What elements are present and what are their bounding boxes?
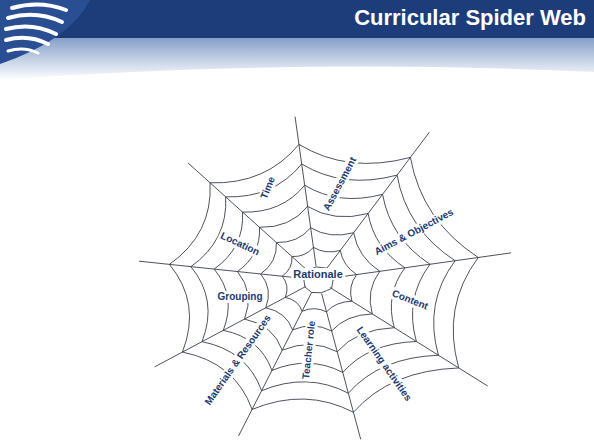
web-thread xyxy=(210,144,299,182)
web-thread xyxy=(434,261,455,356)
web-label: Time xyxy=(257,173,278,203)
web-thread xyxy=(276,228,310,243)
web-thread xyxy=(312,292,322,293)
web-thread xyxy=(191,267,208,342)
web-thread xyxy=(302,309,326,312)
web-label: Teacher role xyxy=(300,318,318,382)
web-thread xyxy=(169,264,189,352)
web-thread xyxy=(292,247,313,256)
web-thread xyxy=(351,275,357,302)
web-thread xyxy=(169,183,210,265)
web-thread xyxy=(370,271,380,314)
logo-ground xyxy=(0,0,90,64)
web-spoke xyxy=(332,253,511,278)
web-thread xyxy=(282,276,287,297)
web-label: Location xyxy=(217,229,263,259)
web-spoke xyxy=(155,287,306,367)
web-thread xyxy=(262,382,349,393)
web-thread xyxy=(305,287,312,293)
spider-web xyxy=(139,117,511,440)
web-thread xyxy=(327,301,352,312)
web-label: Grouping xyxy=(216,291,265,303)
web-label: Learning activities xyxy=(353,323,415,405)
web-thread xyxy=(285,297,302,311)
web-thread xyxy=(311,228,354,235)
web-thread xyxy=(410,157,478,257)
header-bar xyxy=(0,0,594,38)
web-thread xyxy=(308,206,368,216)
web-label: Aims & Objectives xyxy=(371,205,458,259)
web-spoke xyxy=(295,117,316,267)
web-label: Assessment xyxy=(320,153,360,214)
web-label: Materials & Resources xyxy=(201,311,275,409)
logo-lion xyxy=(6,4,66,53)
web-label: Rationale xyxy=(291,268,345,280)
web-spoke xyxy=(330,287,488,386)
web-thread xyxy=(453,257,478,367)
web-label: Content xyxy=(388,287,431,314)
slide-title: Curricular Spider Web xyxy=(354,5,586,31)
web-thread xyxy=(321,288,331,292)
web-thread xyxy=(313,247,340,252)
web-thread xyxy=(252,399,353,412)
header-fade xyxy=(0,36,594,80)
